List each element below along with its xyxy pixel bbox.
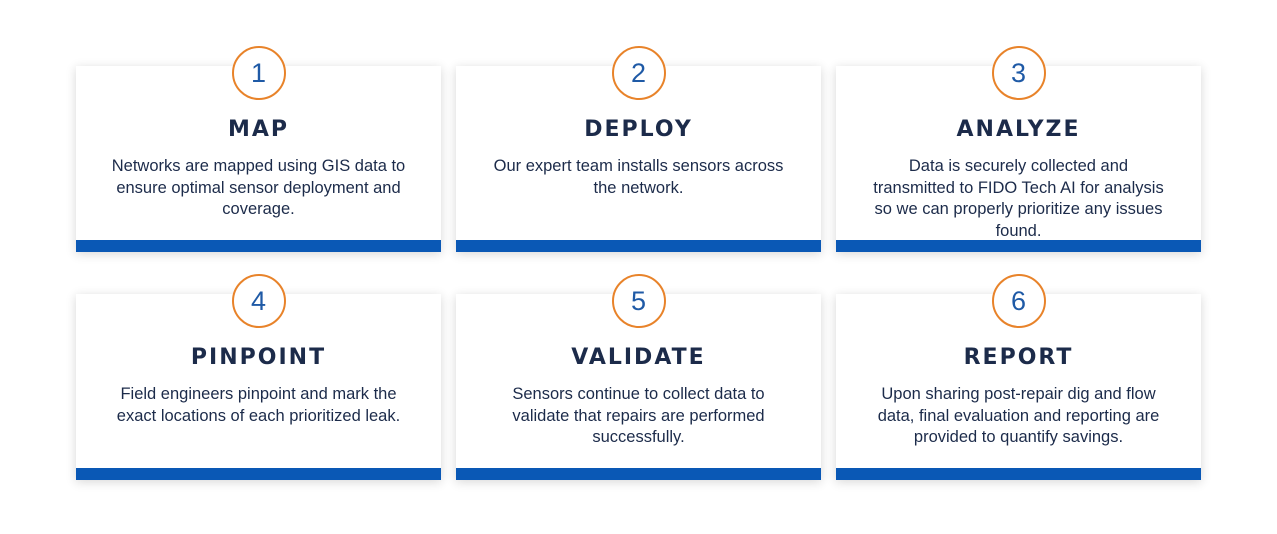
step-title: PINPOINT (190, 345, 327, 370)
step-card-pinpoint: 4 PINPOINT Field engineers pinpoint and … (76, 274, 441, 480)
step-card-map: 1 MAP Networks are mapped using GIS data… (76, 46, 441, 252)
step-card-deploy: 2 DEPLOY Our expert team installs sensor… (456, 46, 821, 252)
card-accent-bar (76, 240, 441, 252)
card-accent-bar (836, 240, 1201, 252)
card-accent-bar (836, 468, 1201, 480)
step-card-report: 6 REPORT Upon sharing post-repair dig an… (836, 274, 1201, 480)
step-number-badge: 3 (991, 46, 1046, 100)
step-title: MAP (227, 117, 290, 142)
step-description: Networks are mapped using GIS data to en… (111, 157, 406, 218)
step-title: VALIDATE (571, 345, 706, 370)
step-description: Our expert team installs sensors across … (493, 157, 784, 197)
step-title: ANALYZE (956, 117, 1081, 142)
step-description: Data is securely collected and transmitt… (873, 157, 1164, 240)
step-number-badge: 4 (231, 274, 286, 328)
step-description: Upon sharing post-repair dig and flow da… (877, 385, 1160, 446)
step-card-analyze: 3 ANALYZE Data is securely collected and… (836, 46, 1201, 252)
step-number-badge: 2 (611, 46, 666, 100)
step-description: Field engineers pinpoint and mark the ex… (116, 385, 401, 425)
card-accent-bar (456, 468, 821, 480)
step-description: Sensors continue to collect data to vali… (512, 385, 765, 446)
step-number-badge: 1 (231, 46, 286, 100)
step-number-badge: 5 (611, 274, 666, 328)
card-accent-bar (76, 468, 441, 480)
step-card-validate: 5 VALIDATE Sensors continue to collect d… (456, 274, 821, 480)
step-title: REPORT (963, 345, 1074, 370)
card-accent-bar (456, 240, 821, 252)
step-number-badge: 6 (991, 274, 1046, 328)
step-title: DEPLOY (584, 117, 693, 142)
